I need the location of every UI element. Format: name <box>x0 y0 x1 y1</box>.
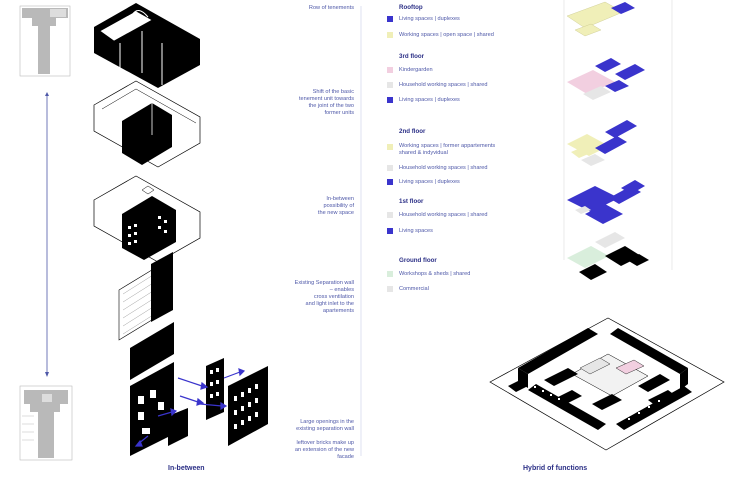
axon-wall-panel <box>130 322 174 380</box>
caption-hybrid-of-functions: Hybrid of functions <box>523 465 588 472</box>
stack-guide-lines <box>563 0 673 270</box>
legend-item: Living spaces | duplexes <box>399 97 460 103</box>
layer-rooftop <box>566 1 635 37</box>
legend-item: Living spaces | duplexes <box>399 179 460 185</box>
timeline-arrow <box>45 92 49 377</box>
layer-floor1 <box>567 180 645 224</box>
legend-item: Working spaces | open space | shared <box>399 32 494 38</box>
legend-item: Living spaces | duplexes <box>399 16 460 22</box>
legend-floor3-title: 3rd floor <box>399 53 425 60</box>
plan-thumbnail-bottom <box>19 385 74 462</box>
axon-large-openings <box>130 358 268 456</box>
legend-item: Living spaces <box>399 228 433 234</box>
legend-item: Commercial <box>399 286 429 292</box>
note-in-between: In-between possibility of the new space <box>317 196 354 216</box>
plan-thumbnail-top <box>19 5 72 78</box>
legend-item: Working spaces | former appartements sha… <box>399 143 496 156</box>
layer-ground <box>567 232 649 280</box>
note-leftover-bricks: leftover bricks make up an extension of … <box>294 440 354 460</box>
axon-in-between <box>93 175 201 263</box>
swatch-household <box>387 165 393 171</box>
legend-rooftop-title: Rooftop <box>399 4 423 11</box>
note-row-of-tenements: Row of tenements <box>308 5 354 11</box>
legend-ground-title: Ground floor <box>399 257 437 264</box>
axon-row-of-tenements <box>94 3 200 88</box>
layer-floor2 <box>567 120 637 166</box>
swatch-workshops <box>387 271 393 277</box>
swatch-working-former <box>387 144 393 150</box>
legend-item: Household working spaces | shared <box>399 165 488 171</box>
legend-floor2-title: 2nd floor <box>399 128 426 135</box>
axon-shift-unit <box>93 80 201 168</box>
layer-floor3 <box>567 58 645 100</box>
swatch-kindergarden <box>387 67 393 73</box>
note-separation-wall: Existing Separation wall – enables cross… <box>294 280 354 314</box>
legend-floor1-title: 1st floor <box>399 198 424 205</box>
legend-item: Household working spaces | shared <box>399 82 488 88</box>
swatch-household <box>387 212 393 218</box>
swatch-living-duplexes <box>387 179 393 185</box>
swatch-living-duplexes <box>387 16 393 22</box>
annotation-divider <box>360 6 362 456</box>
swatch-commercial <box>387 286 393 292</box>
note-large-openings: Large openings in the existing separatio… <box>296 419 354 432</box>
swatch-working-open <box>387 32 393 38</box>
axon-separation-wall <box>118 252 173 341</box>
legend-item: Kindergarden <box>399 67 433 73</box>
legend-item: Household working spaces | shared <box>399 212 488 218</box>
swatch-living-duplexes <box>387 97 393 103</box>
caption-in-between: In-between <box>168 465 205 472</box>
legend-item: Workshops & sheds | shared <box>399 271 471 277</box>
swatch-household <box>387 82 393 88</box>
note-shift-unit: Shift of the basic tenement unit towards… <box>298 89 354 116</box>
swatch-living <box>387 228 393 234</box>
site-block-axon <box>489 317 725 451</box>
